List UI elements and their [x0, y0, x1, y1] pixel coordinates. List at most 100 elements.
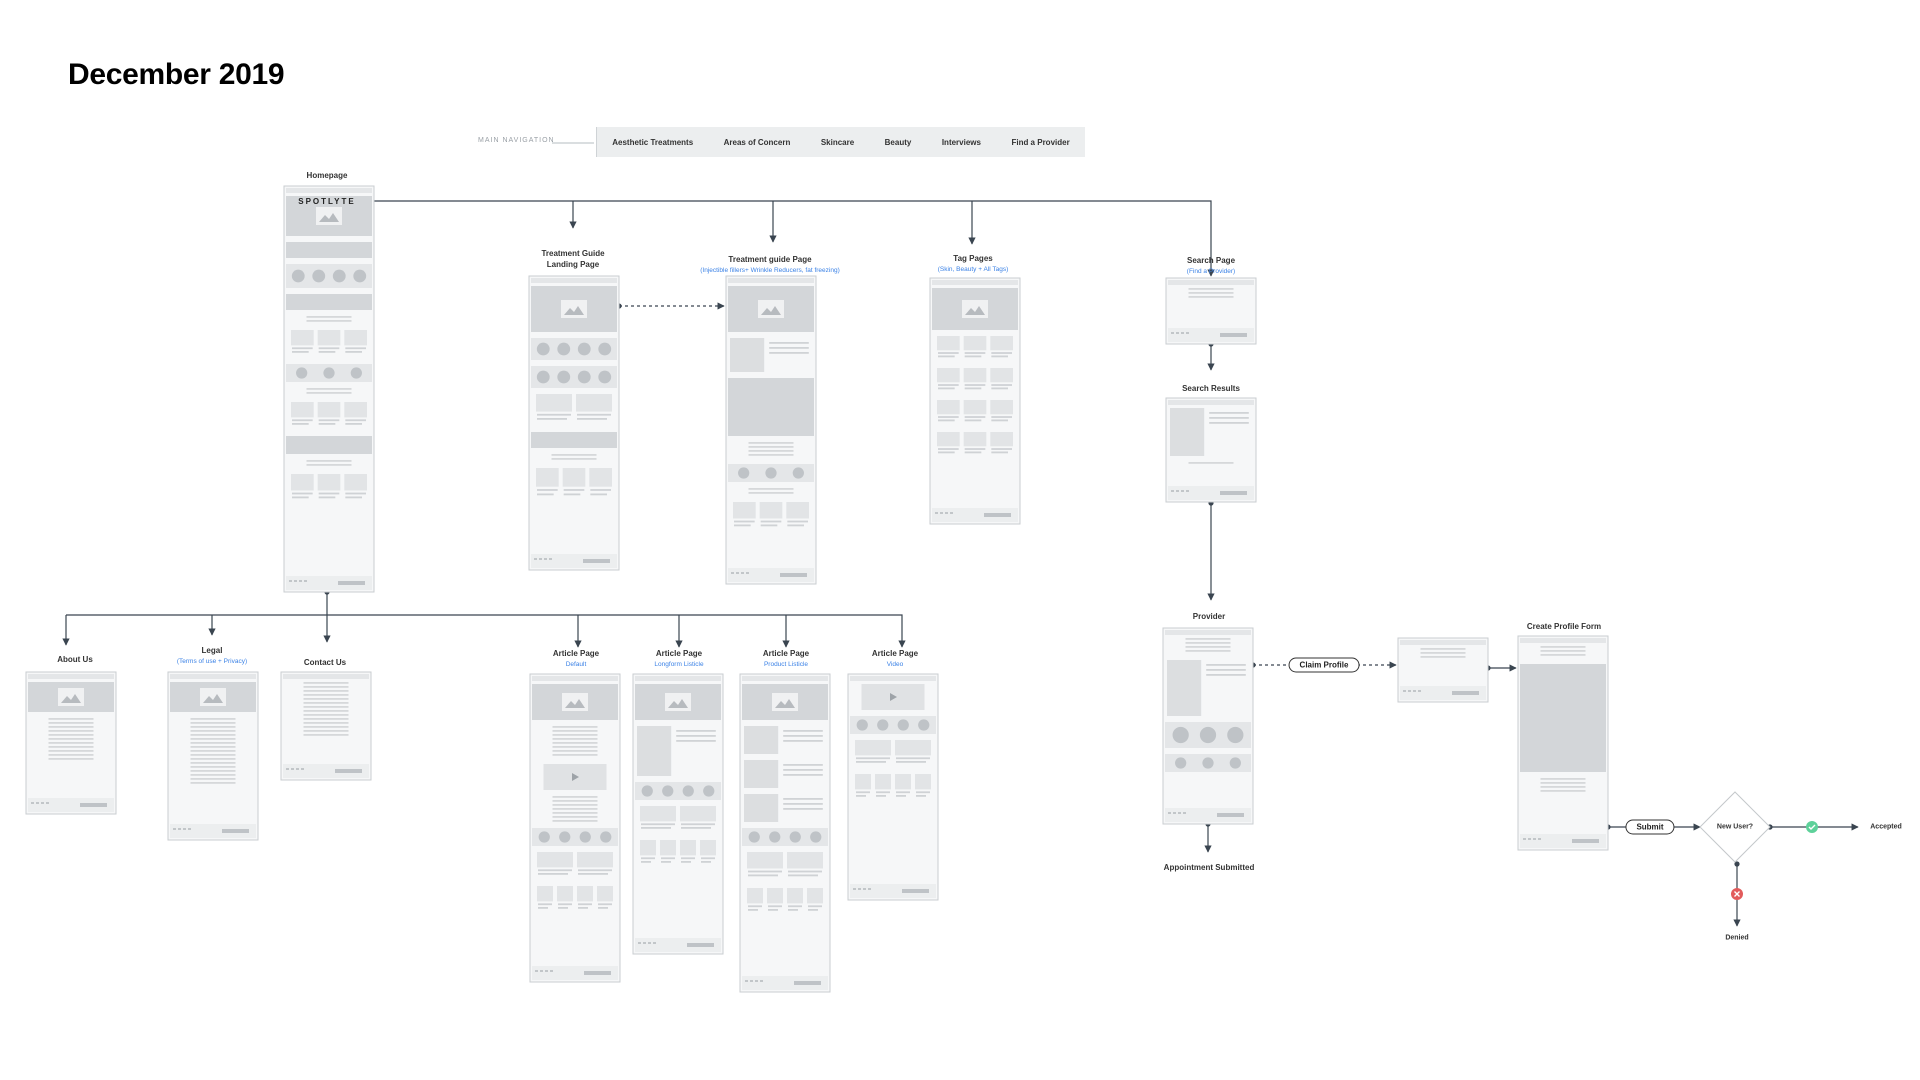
- frame-header: [1165, 630, 1251, 635]
- text-line: [1206, 674, 1246, 676]
- footer-icon: [535, 970, 538, 972]
- card-text: [964, 419, 982, 422]
- nav-item-areas-of-concern: Areas of Concern: [723, 137, 791, 147]
- card-text: [768, 909, 778, 911]
- text-line: [1209, 417, 1249, 419]
- text-line: [190, 734, 236, 736]
- mountain-icon: [965, 306, 985, 315]
- text-line: [783, 764, 823, 766]
- card-text: [876, 795, 886, 797]
- card-text: [577, 413, 611, 416]
- x-mark: [1734, 891, 1740, 897]
- card-text: [938, 416, 959, 418]
- circles-band: [850, 716, 936, 734]
- card-text: [537, 418, 567, 420]
- frame-header: [532, 676, 618, 681]
- footer-icon: [741, 572, 744, 574]
- avatar-circle: [577, 342, 591, 356]
- avatar-circle: [1199, 726, 1217, 744]
- card-text: [991, 419, 1008, 422]
- text-line: [748, 454, 794, 456]
- footer-icon: [46, 802, 49, 804]
- text-line: [552, 816, 598, 818]
- wireframe-article-video: [847, 673, 939, 901]
- card-image: [680, 840, 696, 856]
- homepage-logo: SPOTLYTE: [298, 197, 356, 206]
- card-image: [963, 400, 987, 415]
- frame-footer: [850, 884, 936, 898]
- footer-icon: [178, 828, 181, 830]
- card-text: [578, 873, 608, 875]
- text-line: [783, 735, 823, 737]
- footer-icon: [863, 888, 866, 890]
- footer-icon: [750, 980, 753, 982]
- text-line: [1185, 638, 1231, 640]
- text-line: [748, 492, 794, 494]
- text-line: [552, 804, 598, 806]
- content-band: [531, 432, 617, 448]
- image-placeholder: [562, 693, 588, 711]
- frame-header: [286, 188, 372, 193]
- text-line: [769, 352, 809, 354]
- node-label-contact-us: Contact Us: [303, 658, 347, 667]
- nav-item-aesthetic-treatments: Aesthetic Treatments: [612, 137, 694, 147]
- card-text: [938, 355, 955, 358]
- card-image: [733, 502, 756, 519]
- text-line: [306, 316, 352, 318]
- card-image: [291, 402, 314, 418]
- card-image: [855, 740, 891, 756]
- card-image: [875, 774, 891, 790]
- card-image: [536, 394, 572, 412]
- card-text: [318, 423, 336, 425]
- card-image: [660, 840, 676, 856]
- text-line: [190, 722, 236, 724]
- avatar-circle: [748, 831, 760, 843]
- avatar-circle: [353, 269, 367, 283]
- footer-button: [780, 573, 807, 577]
- avatar-circle: [536, 370, 550, 384]
- footer-icon: [31, 802, 34, 804]
- footer-button: [687, 943, 714, 947]
- mountain-icon: [668, 699, 688, 708]
- text-line: [190, 762, 236, 764]
- split-image: [730, 338, 765, 372]
- card-image: [807, 888, 823, 904]
- text-line: [783, 808, 823, 810]
- card-text: [938, 384, 959, 386]
- card-image: [767, 888, 783, 904]
- wireframe-search-results: [1165, 397, 1257, 503]
- footer-icon: [853, 888, 856, 890]
- footer-icon: [296, 768, 299, 770]
- frame-footer: [932, 508, 1018, 522]
- text-line: [552, 800, 598, 802]
- card-text: [938, 448, 959, 450]
- text-line: [303, 722, 349, 724]
- text-line: [552, 726, 598, 728]
- card-text: [991, 384, 1012, 386]
- footer-button: [80, 803, 107, 807]
- frame-footer: [1165, 808, 1251, 822]
- footer-icon: [1171, 332, 1174, 334]
- avatar-circle: [323, 367, 335, 379]
- card-image: [963, 368, 987, 383]
- card-text: [345, 347, 366, 350]
- mountain-icon: [761, 306, 781, 315]
- page-title: December 2019: [68, 58, 285, 91]
- wireframe-treatment-guide-page: [725, 275, 817, 585]
- footer-icon: [1413, 690, 1416, 692]
- card-image: [895, 740, 931, 756]
- footer-icon: [1178, 812, 1181, 814]
- footer-icon: [746, 572, 749, 574]
- node-label-search-page: Search Page(Find a Provider): [1186, 256, 1236, 275]
- card-image: [915, 774, 931, 790]
- text-line: [769, 347, 809, 349]
- frame-header: [1400, 640, 1486, 645]
- card-text: [748, 870, 782, 873]
- text-line: [552, 754, 598, 756]
- footer-icon: [291, 768, 294, 770]
- text-line: [48, 742, 94, 744]
- text-line: [303, 734, 349, 736]
- node-label-search-results: Search Results: [1182, 384, 1240, 393]
- text-line: [48, 718, 94, 720]
- card-text: [856, 761, 886, 763]
